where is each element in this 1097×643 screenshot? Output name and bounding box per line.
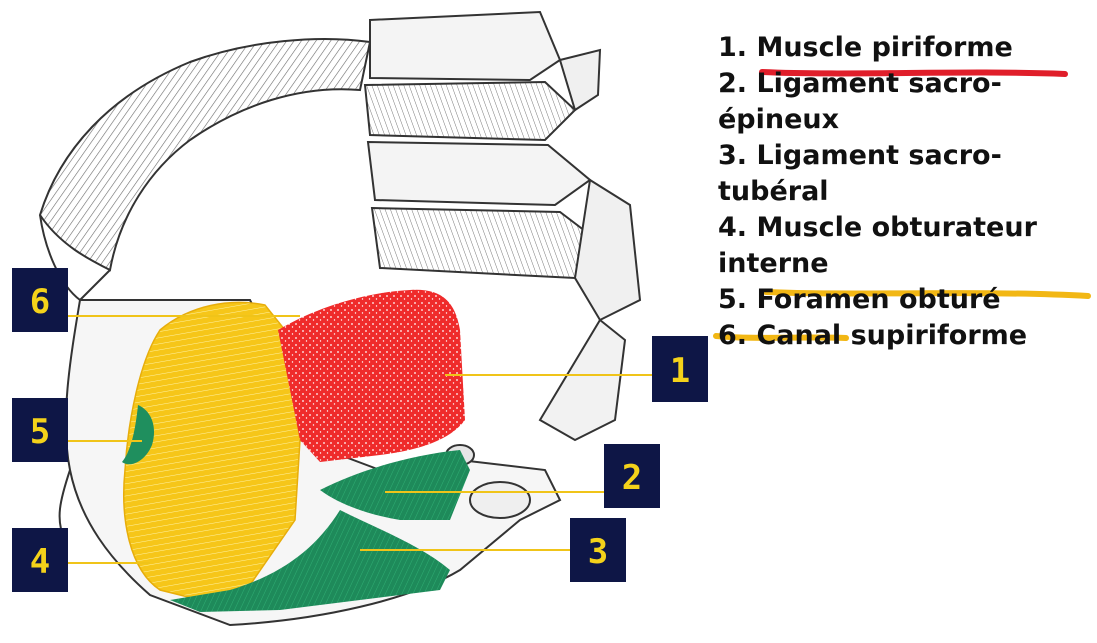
marker-3-label: 3 (588, 532, 608, 572)
legend-item-6: 6. Canal supiriforme (718, 318, 1037, 354)
marker-6: 6 (12, 268, 68, 332)
marker-5: 5 (12, 398, 68, 462)
marker-2-label: 2 (622, 458, 642, 498)
marker-2: 2 (604, 444, 660, 508)
iliac-wing (40, 39, 370, 300)
legend-item-1: 1. Muscle piriforme (718, 30, 1037, 66)
marker-5-label: 5 (30, 412, 50, 452)
legend-item-3-line1: 3. Ligament sacro- (718, 138, 1037, 174)
legend-item-5: 5. Foramen obturé (718, 282, 1037, 318)
marker-4-label: 4 (30, 542, 50, 582)
legend-item-4-label: Muscle obturateur (756, 212, 1036, 243)
marker-4: 4 (12, 528, 68, 592)
legend-item-2-line2: épineux (718, 102, 1037, 138)
piriformis-muscle (278, 290, 465, 462)
legend-item-2-line1: 2. Ligament sacro- (718, 66, 1037, 102)
legend-item-4-line2: interne (718, 246, 1037, 282)
marker-1: 1 (652, 336, 708, 402)
legend-list: 1. Muscle piriforme 2. Ligament sacro- é… (718, 30, 1037, 354)
legend-item-4-number: 4. (718, 212, 756, 243)
legend-item-1-number: 1. (718, 32, 756, 63)
marker-6-label: 6 (30, 282, 50, 322)
marker-1-label: 1 (670, 351, 690, 391)
legend-item-3-line2: tubéral (718, 174, 1037, 210)
marker-3: 3 (570, 518, 626, 582)
legend-item-4-line1: 4. Muscle obturateur (718, 210, 1037, 246)
legend-item-1-label: Muscle piriforme (756, 32, 1012, 63)
